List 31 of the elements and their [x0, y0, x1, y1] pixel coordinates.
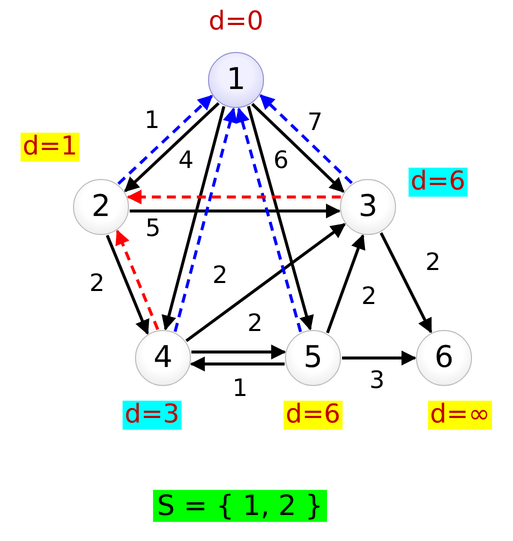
- arrow: [162, 106, 226, 331]
- arrow: [380, 232, 432, 334]
- distance-label: d=∞: [428, 400, 492, 430]
- dashed-arrow: [174, 107, 238, 332]
- distance-label: d=6: [408, 168, 468, 196]
- distance-label: d=1: [20, 132, 80, 162]
- distance-label: d=3: [122, 400, 182, 430]
- graph-node: 5: [285, 330, 341, 386]
- dashed-arrow: [260, 94, 353, 184]
- arrow: [106, 234, 150, 335]
- graph-node: 4: [135, 330, 191, 386]
- arrow: [191, 344, 286, 360]
- distance-label: d=6: [284, 400, 342, 430]
- graph-node: 3: [340, 179, 396, 235]
- dashed-arrow: [117, 94, 213, 185]
- graph-node: 6: [416, 330, 472, 386]
- graph-node: 2: [73, 179, 129, 235]
- dashed-arrow: [126, 190, 341, 204]
- arrow: [342, 350, 416, 366]
- dashed-arrow: [235, 107, 302, 332]
- dashed-arrow: [116, 230, 160, 330]
- graph-node: 1: [208, 52, 264, 108]
- arrow: [130, 204, 341, 218]
- arrow: [185, 223, 346, 342]
- distance-label: d=0: [208, 8, 264, 36]
- visited-set-label: S = { 1, 2 }: [153, 490, 327, 522]
- arrow: [247, 106, 314, 331]
- arrow: [190, 356, 285, 372]
- arrow: [124, 102, 220, 192]
- arrow: [251, 102, 344, 193]
- arrow: [326, 234, 366, 334]
